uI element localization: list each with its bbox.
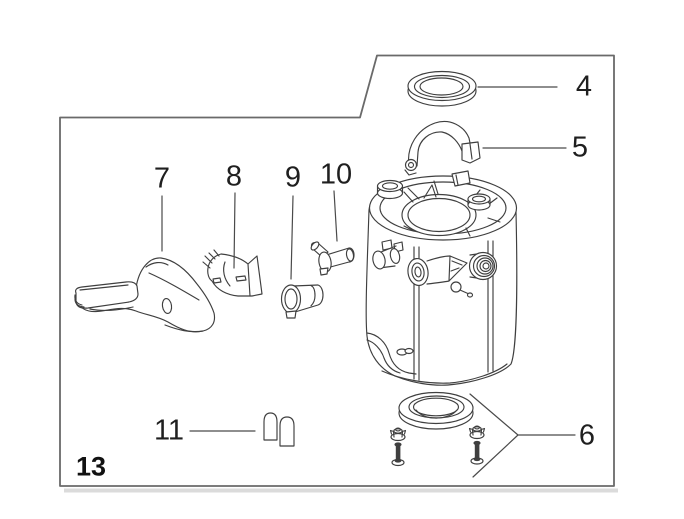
main-housing [365,170,518,386]
callout-label-7: 7 [153,162,171,195]
elbow-fitting [310,241,355,276]
callout-label-10: 10 [319,158,353,191]
top-seal-ring [407,70,477,107]
leader-8 [233,192,236,269]
flange-nut-right [468,425,486,440]
callout-label-9: 9 [284,161,302,194]
callout-label-5: 5 [571,131,589,164]
base-seal-kit [389,391,486,467]
flange-nut-left [389,427,407,442]
leader-6 [469,393,576,478]
figure-number: 13 [75,451,107,482]
callout-label-6: 6 [578,419,596,452]
leader-9 [290,195,294,280]
spring-clip [202,249,263,297]
base-seal-ring [398,391,474,430]
bolt-left [391,442,405,467]
valve-cartridge [280,284,324,319]
callout-label-11: 11 [153,414,185,447]
handle-clamp [404,120,481,176]
bolt-right [470,440,484,465]
cap-plugs [263,412,295,447]
callout-label-8: 8 [225,160,243,193]
frame-shadow [64,488,618,493]
callout-label-4: 4 [575,70,593,103]
callout-leader-lines [161,86,576,478]
leader-10 [333,190,338,242]
flush-lever [74,257,216,333]
